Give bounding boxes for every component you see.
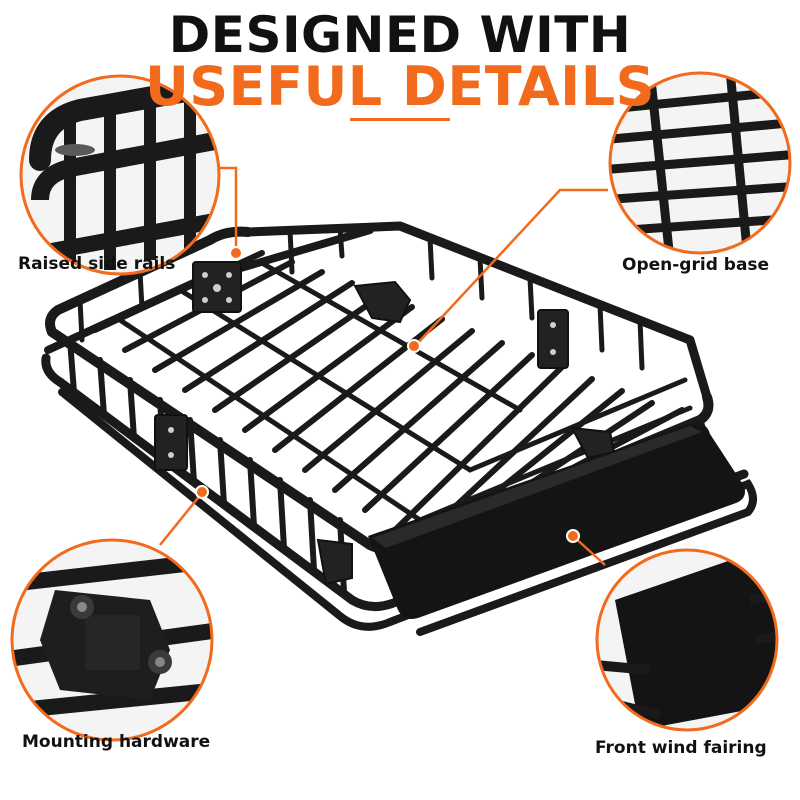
roof-rack-basket	[41, 221, 757, 636]
callout-leaders	[159, 166, 608, 566]
callout-label-front-wind-fairing: Front wind fairing	[595, 738, 767, 758]
callout-label-raised-side-rails: Raised side rails	[18, 254, 176, 274]
detail-circle-mounting-hardware	[10, 538, 214, 742]
detail-circle-raised-rails	[19, 74, 221, 276]
detail-circle-open-grid	[608, 71, 792, 255]
headline-line-1: DESIGNED WITH	[168, 6, 632, 64]
callout-label-open-grid-base: Open-grid base	[622, 255, 770, 275]
headline-underline	[350, 118, 450, 121]
callout-label-mounting-hardware: Mounting hardware	[22, 732, 211, 752]
callout-dots	[195, 246, 580, 543]
detail-circle-wind-fairing	[595, 548, 779, 732]
headline-line-2: USEFUL DETAILS	[144, 55, 656, 118]
